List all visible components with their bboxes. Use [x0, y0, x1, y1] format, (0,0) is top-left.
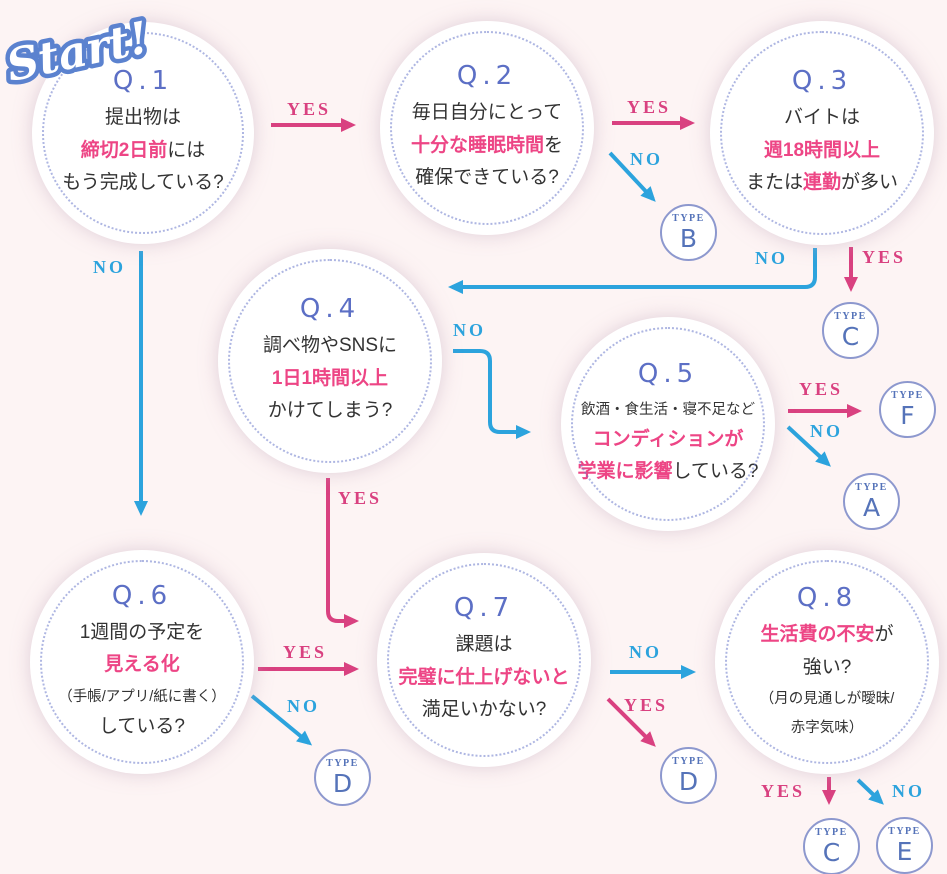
edge-label-yes-q4-q7: YES: [338, 488, 383, 508]
question-text: 飲酒・食生活・寝不足などコンディションが学業に影響している?: [577, 402, 759, 483]
type-circle-c-bottom: TYPE C: [803, 818, 860, 874]
edge-label-no-q4-q5: NO: [453, 320, 486, 340]
question-text: バイトは週18時間以上または連勤が多い: [745, 106, 899, 194]
edge-label-no-q7-q8: NO: [629, 642, 662, 662]
type-label: TYPE: [815, 827, 848, 838]
type-label: TYPE: [888, 826, 921, 837]
edge-label-yes-q1-q2: YES: [287, 99, 332, 119]
question-number: Q.8: [796, 582, 858, 613]
question-number: Q.5: [637, 359, 699, 390]
edge-label-no-q6-typed: NO: [287, 696, 320, 716]
type-letter: D: [332, 769, 353, 798]
type-letter: D: [678, 767, 699, 796]
question-circle-q7: Q.7 課題は完璧に仕上げないと満足いかない?: [377, 553, 591, 767]
edge-label-yes-q6-q7: YES: [283, 642, 328, 662]
arrow-no-q8-typee: [856, 778, 884, 805]
question-text: 提出物は締切2日前にはもう完成している?: [62, 106, 224, 194]
question-text: 毎日自分にとって十分な睡眠時間を確保できている?: [410, 101, 564, 189]
type-label: TYPE: [672, 213, 705, 224]
question-number: Q.7: [453, 592, 515, 623]
question-number: Q.1: [112, 65, 174, 96]
type-label: TYPE: [672, 756, 705, 767]
edge-label-yes-q5-typef: YES: [799, 379, 844, 399]
edge-label-yes-q3-typec: YES: [862, 247, 907, 267]
edge-label-yes-q2-q3: YES: [627, 97, 672, 117]
type-label: TYPE: [834, 311, 867, 322]
question-text: 課題は完璧に仕上げないと満足いかない?: [398, 633, 570, 721]
question-circle-q2: Q.2 毎日自分にとって十分な睡眠時間を確保できている?: [380, 21, 594, 235]
question-circle-q6: Q.6 1週間の予定を見える化（手帳/アプリ/紙に書く）している?: [30, 550, 254, 774]
question-text: 生活費の不安が強い?（月の見通しが曖昧/赤字気味）: [759, 623, 895, 736]
edge-label-no-q5-typea: NO: [810, 421, 843, 441]
type-circle-e: TYPE E: [876, 817, 933, 874]
edge-label-no-q1-q6: NO: [93, 257, 126, 277]
question-circle-q5: Q.5 飲酒・食生活・寝不足などコンディションが学業に影響している?: [561, 317, 775, 531]
type-letter: E: [896, 837, 913, 866]
edge-label-yes-q7-typed: YES: [624, 695, 669, 715]
type-letter: F: [900, 401, 915, 430]
type-label: TYPE: [326, 758, 359, 769]
type-circle-c-top: TYPE C: [822, 302, 879, 359]
type-label: TYPE: [891, 390, 924, 401]
type-circle-d-left: TYPE D: [314, 749, 371, 806]
edge-label-yes-q8-typec: YES: [761, 781, 806, 801]
question-number: Q.6: [111, 580, 173, 611]
start-badge: Start!: [0, 8, 158, 97]
arrow-no-q4-q5: [453, 349, 531, 439]
edge-label-no-q2-typeb: NO: [630, 149, 663, 169]
edge-label-no-q3-q4: NO: [755, 248, 788, 268]
type-letter: A: [862, 493, 881, 522]
type-letter: C: [822, 838, 841, 867]
start-label: Start!: [2, 12, 153, 92]
question-number: Q.2: [456, 60, 518, 91]
question-number: Q.4: [299, 293, 361, 324]
question-circle-q3: Q.3 バイトは週18時間以上または連勤が多い: [710, 21, 934, 245]
type-circle-d-right: TYPE D: [660, 747, 717, 804]
edge-label-no-q8-typee: NO: [892, 781, 925, 801]
type-circle-f: TYPE F: [879, 381, 936, 438]
type-label: TYPE: [855, 482, 888, 493]
question-circle-q1: Q.1 提出物は締切2日前にはもう完成している?: [32, 22, 254, 244]
type-circle-a: TYPE A: [843, 473, 900, 530]
question-number: Q.3: [791, 65, 853, 96]
type-circle-b: TYPE B: [660, 204, 717, 261]
question-circle-q8: Q.8 生活費の不安が強い?（月の見通しが曖昧/赤字気味）: [715, 550, 939, 774]
type-letter: B: [679, 224, 698, 253]
type-letter: C: [841, 322, 860, 351]
question-text: 1週間の予定を見える化（手帳/アプリ/紙に書く）している?: [58, 621, 226, 737]
